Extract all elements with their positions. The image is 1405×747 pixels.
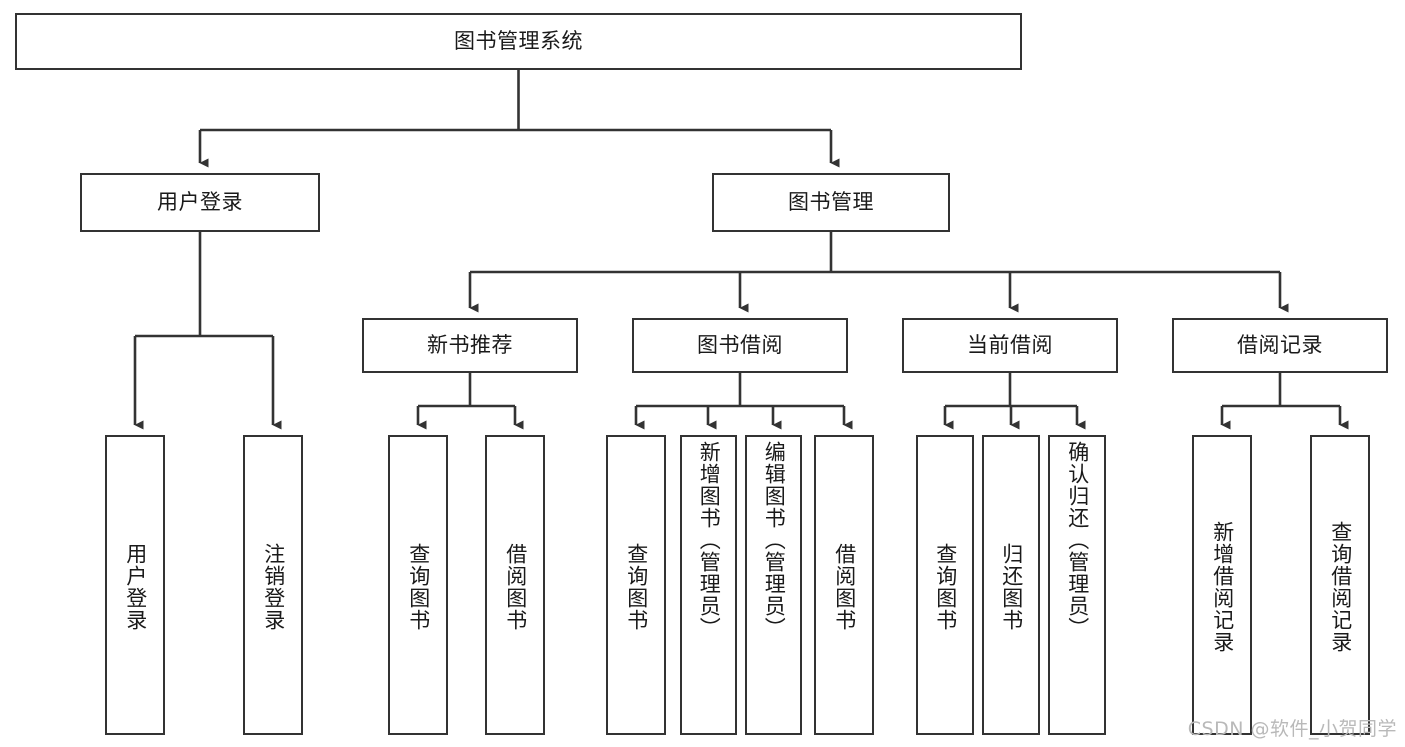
node-book-manage-label: 图书管理 [788,190,874,214]
node-leaf-query-book-2[interactable]: 查询图书 [606,435,666,735]
node-leaf-query-borrow-record[interactable]: 查询借阅记录 [1310,435,1370,735]
node-book-borrow[interactable]: 图书借阅 [632,318,848,373]
node-leaf-return-book-label: 归还图书 [999,543,1024,631]
node-borrow-record[interactable]: 借阅记录 [1172,318,1388,373]
node-leaf-query-borrow-record-label: 查询借阅记录 [1328,521,1353,653]
node-leaf-borrow-book-2-label: 借阅图书 [832,543,857,631]
node-leaf-confirm-return[interactable]: 确认归还（管理员） [1048,435,1106,735]
node-leaf-return-book[interactable]: 归还图书 [982,435,1040,735]
node-leaf-query-book-1[interactable]: 查询图书 [388,435,448,735]
node-current-borrow-label: 当前借阅 [967,333,1053,357]
node-leaf-edit-book[interactable]: 编辑图书（管理员） [745,435,802,735]
node-book-manage[interactable]: 图书管理 [712,173,950,232]
node-leaf-user-login-label: 用户登录 [123,543,148,631]
node-user-login[interactable]: 用户登录 [80,173,320,232]
node-leaf-query-book-3-label: 查询图书 [933,543,958,631]
node-leaf-user-logout[interactable]: 注销登录 [243,435,303,735]
node-leaf-user-login[interactable]: 用户登录 [105,435,165,735]
node-current-borrow[interactable]: 当前借阅 [902,318,1118,373]
node-leaf-add-borrow-record-label: 新增借阅记录 [1210,521,1235,653]
node-book-borrow-label: 图书借阅 [697,333,783,357]
node-leaf-borrow-book-1-label: 借阅图书 [503,543,528,631]
node-leaf-add-book-label: 新增图书（管理员） [697,441,722,639]
node-new-book-recommend[interactable]: 新书推荐 [362,318,578,373]
node-leaf-borrow-book-1[interactable]: 借阅图书 [485,435,545,735]
node-leaf-query-book-1-label: 查询图书 [406,543,431,631]
node-new-book-recommend-label: 新书推荐 [427,333,513,357]
node-leaf-add-book[interactable]: 新增图书（管理员） [680,435,737,735]
node-root-label: 图书管理系统 [454,29,583,53]
node-leaf-confirm-return-label: 确认归还（管理员） [1065,441,1090,639]
node-leaf-borrow-book-2[interactable]: 借阅图书 [814,435,874,735]
node-leaf-query-book-3[interactable]: 查询图书 [916,435,974,735]
node-leaf-user-logout-label: 注销登录 [261,543,286,631]
node-leaf-add-borrow-record[interactable]: 新增借阅记录 [1192,435,1252,735]
node-leaf-edit-book-label: 编辑图书（管理员） [762,441,787,639]
node-root[interactable]: 图书管理系统 [15,13,1022,70]
node-leaf-query-book-2-label: 查询图书 [624,543,649,631]
node-borrow-record-label: 借阅记录 [1237,333,1323,357]
node-user-login-label: 用户登录 [157,190,243,214]
csdn-watermark: CSDN @软件_小贺同学 [1187,718,1397,740]
